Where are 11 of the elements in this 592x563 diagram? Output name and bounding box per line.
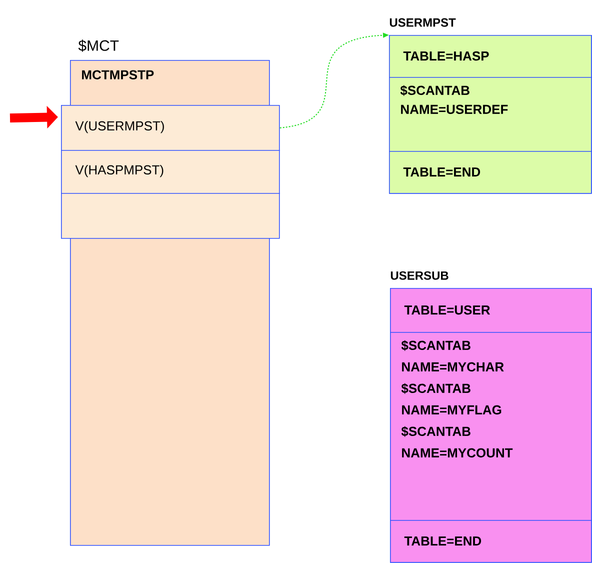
table-row: V(HASPMPST) — [61, 150, 280, 194]
table-row: TABLE=HASP — [389, 35, 592, 78]
table-row: TABLE=END — [389, 151, 592, 194]
table-heading: $MCT — [78, 40, 119, 52]
table-row — [61, 193, 280, 239]
table-row: V(USERMPST) — [61, 105, 280, 151]
table-heading: USERSUB — [390, 271, 448, 280]
table-row: $SCANTAB NAME=USERDEF — [389, 77, 592, 152]
table-heading: USERMPST — [390, 18, 456, 27]
table-row: TABLE=USER — [390, 288, 592, 333]
table-row: TABLE=END — [390, 520, 592, 563]
